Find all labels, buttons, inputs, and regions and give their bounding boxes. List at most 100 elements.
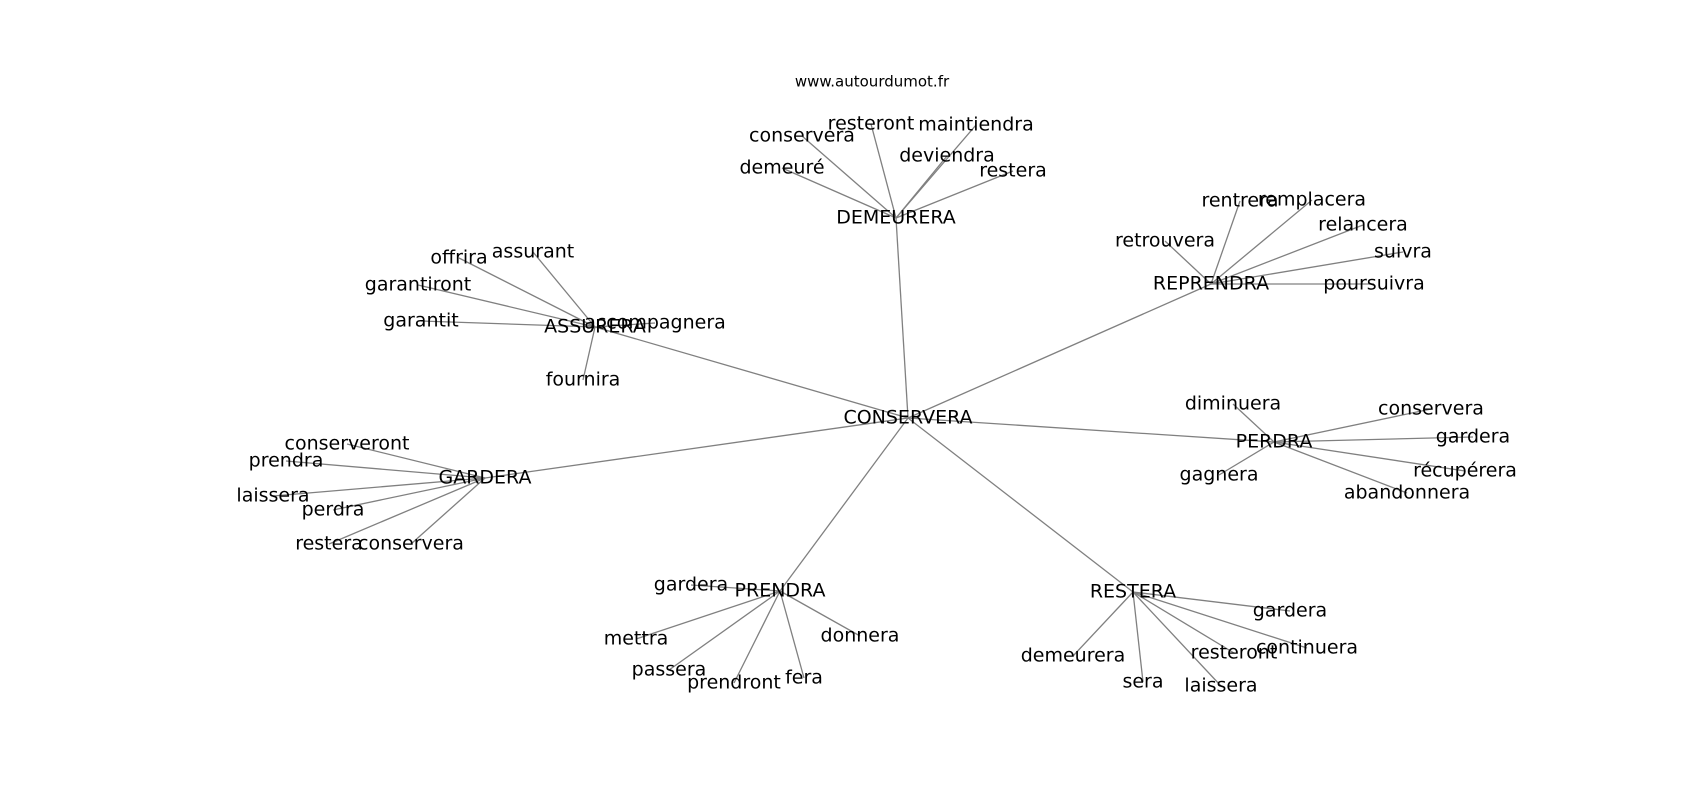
edge-perdra-word: [1232, 403, 1275, 443]
edge-prendra-word: [779, 590, 861, 637]
labels-layer: www.autourdumot.fr demeuréconserverarest…: [236, 73, 1517, 697]
edge-root-perdra: [907, 417, 1275, 443]
word-node[interactable]: prendra: [249, 450, 324, 472]
edge-demeurera-word: [895, 155, 948, 219]
edges-layer: [272, 123, 1474, 687]
word-node[interactable]: gardera: [1253, 600, 1327, 622]
word-node[interactable]: retrouvera: [1115, 230, 1215, 252]
edge-assurera-word: [420, 320, 596, 328]
edge-reprendra-word: [1210, 200, 1241, 285]
edge-perdra-word: [1273, 441, 1466, 472]
edge-prendra-word: [733, 590, 781, 684]
edge-assurera-word: [582, 326, 596, 381]
word-node[interactable]: donnera: [821, 625, 900, 647]
edge-restera-word: [1132, 591, 1308, 649]
edge-root-demeurera: [895, 217, 909, 419]
edge-reprendra-word: [1164, 240, 1212, 285]
word-node[interactable]: rentrera: [1201, 190, 1278, 212]
word-node[interactable]: fera: [785, 667, 823, 689]
edge-gardera-word: [332, 477, 486, 511]
word-node[interactable]: sera: [1122, 671, 1163, 693]
word-node[interactable]: poursuivra: [1323, 273, 1424, 295]
root-node[interactable]: CONSERVERA: [843, 407, 972, 429]
edge-gardera-word: [272, 477, 486, 497]
edge-root-restera: [907, 417, 1134, 593]
word-node[interactable]: conserveront: [285, 433, 410, 455]
edge-root-assurera: [594, 326, 909, 419]
word-node[interactable]: conservera: [1378, 398, 1484, 420]
edge-perdra-word: [1273, 441, 1408, 494]
word-node[interactable]: laissera: [236, 485, 309, 507]
edge-gardera-word: [285, 460, 486, 479]
edge-gardera-word: [410, 477, 486, 545]
word-node[interactable]: relancera: [1318, 214, 1408, 236]
word-node[interactable]: gagnera: [1180, 464, 1259, 486]
word-node[interactable]: demeuré: [739, 157, 824, 179]
word-node[interactable]: maintiendra: [918, 114, 1033, 136]
edge-assurera-word: [532, 251, 596, 328]
word-node[interactable]: fournira: [546, 369, 621, 391]
word-node[interactable]: perdra: [302, 499, 365, 521]
edge-assurera-word: [417, 284, 596, 328]
edge-assurera-word: [458, 257, 596, 328]
edge-restera-word: [1132, 591, 1144, 683]
edge-reprendra-word: [1210, 199, 1313, 285]
word-node[interactable]: offrira: [430, 247, 487, 269]
hub-node-reprendra[interactable]: REPRENDRA: [1153, 273, 1269, 295]
word-node[interactable]: prendront: [687, 672, 781, 694]
edge-restera-word: [1132, 591, 1235, 654]
word-node[interactable]: conservera: [749, 125, 855, 147]
hub-node-assurera[interactable]: ASSURERA: [544, 316, 646, 338]
word-node[interactable]: abandonnera: [1344, 482, 1470, 504]
word-node[interactable]: suivra: [1374, 241, 1432, 263]
edge-perdra-word: [1218, 441, 1275, 476]
word-node[interactable]: récupérera: [1413, 460, 1517, 482]
edge-perdra-word: [1273, 408, 1432, 443]
hub-node-gardera[interactable]: GARDERA: [439, 467, 532, 489]
edge-restera-word: [1072, 591, 1134, 657]
word-node[interactable]: laissera: [1184, 675, 1257, 697]
word-node[interactable]: deviendra: [899, 145, 995, 167]
edge-root-reprendra: [907, 283, 1212, 419]
word-node[interactable]: diminuera: [1185, 393, 1281, 415]
word-node[interactable]: conservera: [358, 533, 464, 555]
word-node[interactable]: restera: [979, 160, 1047, 182]
word-node[interactable]: gardera: [1436, 426, 1510, 448]
source-url-text: www.autourdumot.fr: [795, 73, 950, 91]
hub-node-prendra[interactable]: PRENDRA: [735, 580, 826, 602]
word-node[interactable]: assurant: [492, 241, 574, 263]
edge-prendra-word: [668, 590, 781, 671]
word-node[interactable]: resteront: [828, 113, 915, 135]
edge-reprendra-word: [1210, 224, 1364, 285]
word-node[interactable]: garantiront: [365, 274, 471, 296]
word-node[interactable]: garantit: [383, 310, 458, 332]
hub-node-demeurera[interactable]: DEMEURERA: [836, 207, 956, 229]
hub-node-restera[interactable]: RESTERA: [1090, 581, 1176, 603]
word-node[interactable]: restera: [295, 533, 363, 555]
edge-restera-word: [1132, 591, 1291, 612]
edge-perdra-word: [1273, 436, 1474, 443]
edge-prendra-word: [779, 590, 805, 679]
word-node[interactable]: passera: [632, 659, 707, 681]
edge-demeurera-word: [895, 170, 1014, 219]
edge-gardera-word: [328, 477, 486, 545]
word-node[interactable]: accompagnera: [584, 312, 726, 334]
edge-restera-word: [1132, 591, 1222, 687]
edge-demeurera-word: [801, 135, 897, 219]
hub-node-perdra[interactable]: PERDRA: [1236, 431, 1313, 453]
edge-demeurera-word: [781, 167, 897, 219]
word-node[interactable]: resteront: [1191, 642, 1278, 664]
edge-assurera-word: [594, 322, 656, 328]
edge-reprendra-word: [1210, 251, 1404, 285]
word-node[interactable]: remplacera: [1258, 189, 1366, 211]
word-node[interactable]: continuera: [1256, 637, 1358, 659]
edge-root-prendra: [779, 417, 909, 592]
edge-root-gardera: [484, 417, 909, 479]
edge-prendra-word: [690, 584, 781, 592]
word-node[interactable]: mettra: [604, 628, 669, 650]
edge-demeurera-word: [870, 123, 897, 219]
edge-gardera-word: [346, 443, 486, 479]
word-node[interactable]: demeurera: [1021, 645, 1126, 667]
word-node[interactable]: gardera: [654, 574, 728, 596]
